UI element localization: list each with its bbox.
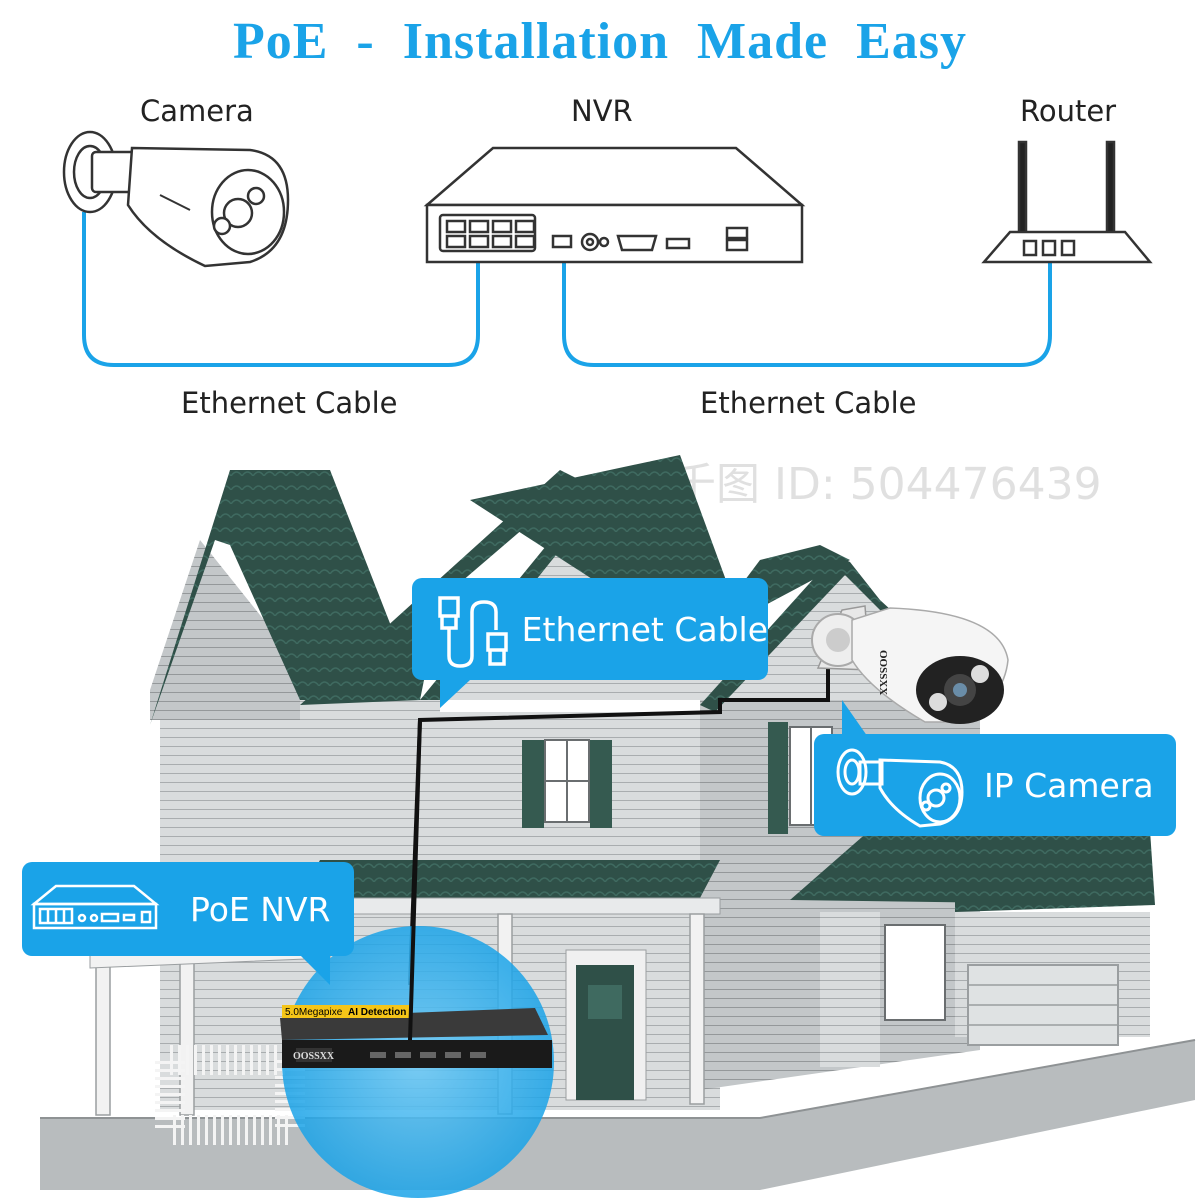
poe-nvr-photo: [280, 1005, 552, 1068]
page-title: PoE - Installation Made Easy: [232, 13, 968, 70]
callout-ethernet-cable-text: Ethernet Cable: [521, 609, 768, 649]
callout-poe-nvr: PoE NVR: [22, 862, 354, 956]
callout-ethernet-cable: Ethernet Cable: [412, 578, 768, 680]
router-icon: [981, 140, 1153, 264]
watermark: 千图 ID: 504476439: [672, 459, 1102, 510]
callout-poe-nvr-text: PoE NVR: [190, 889, 331, 929]
nvr-brand: OOSSXX: [293, 1051, 335, 1062]
router-label: Router: [1020, 94, 1117, 128]
ethernet-cable-label-right: Ethernet Cable: [700, 386, 917, 420]
porch-roof: [300, 860, 720, 898]
ethernet-cable-right: [562, 245, 1052, 367]
nvr-icon: [30, 884, 160, 930]
garage: [790, 830, 1155, 1067]
nvr-banner-megapixel: 5.0Megapixe: [285, 1007, 343, 1018]
nvr-label: NVR: [571, 94, 633, 128]
upper-window: [544, 739, 590, 823]
ip-camera-icon: [836, 748, 964, 828]
nvr-device-icon: [423, 146, 806, 264]
callout-ip-camera: IP Camera: [814, 734, 1176, 836]
ethernet-plug-icon: [438, 596, 508, 668]
nvr-banner-ai: AI Detection: [348, 1007, 406, 1018]
camera-icon: [62, 130, 290, 268]
porch-fence: [155, 1045, 305, 1145]
camera-label: Camera: [140, 94, 254, 128]
ip-camera-photo: [811, 605, 1009, 724]
ethernet-cable-left: [82, 212, 480, 367]
camera-brand: OOSSXX: [877, 650, 889, 695]
right-roof: [700, 555, 990, 712]
callout-ip-camera-text: IP Camera: [984, 765, 1154, 805]
ethernet-cable-label-left: Ethernet Cable: [181, 386, 398, 420]
front-door: [565, 949, 647, 1101]
